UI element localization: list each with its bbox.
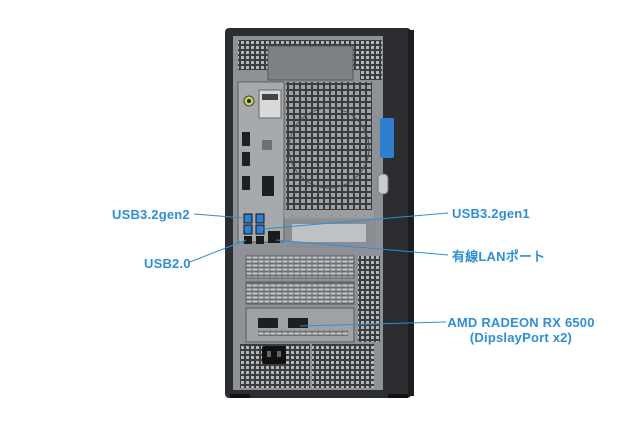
callout-line-usb32gen1 xyxy=(261,212,449,230)
usb32gen2-port-2 xyxy=(255,213,265,224)
lan-port xyxy=(268,231,280,243)
usb32gen1-port-1 xyxy=(243,224,253,235)
io-serial xyxy=(262,176,274,196)
io-displayport-2 xyxy=(242,152,250,166)
label-gpu-line1: AMD RADEON RX 6500 xyxy=(447,315,595,330)
label-usb20: USB2.0 xyxy=(144,256,191,271)
usb20-port-1 xyxy=(244,236,252,244)
io-displayport-1 xyxy=(242,132,250,146)
callout-line-gpu xyxy=(299,321,447,327)
label-lan-port: 有線LANポート xyxy=(452,249,546,264)
release-latch xyxy=(380,118,394,158)
callout-line-lan xyxy=(275,239,449,256)
gpu-displayport-2 xyxy=(288,318,308,328)
usb20-port-2 xyxy=(256,236,264,244)
power-socket xyxy=(262,346,286,364)
label-usb32gen2: USB3.2gen2 xyxy=(112,207,190,222)
label-gpu-line2: (DipslayPort x2) xyxy=(469,330,573,345)
gpu-displayport-1 xyxy=(258,318,278,328)
io-displayport-3 xyxy=(242,176,250,190)
label-gpu: AMD RADEON RX 6500 (DipslayPort x2) xyxy=(446,315,596,345)
expansion-slot-1 xyxy=(245,255,355,279)
usb32gen1-port-2 xyxy=(255,224,265,235)
fan-vent xyxy=(286,82,372,212)
callout-line-usb20 xyxy=(189,239,247,263)
label-usb32gen1: USB3.2gen1 xyxy=(452,206,530,221)
usb32gen2-port-1 xyxy=(243,213,253,224)
callout-line-usb32gen2 xyxy=(193,213,245,219)
expansion-slot-2 xyxy=(245,281,355,305)
